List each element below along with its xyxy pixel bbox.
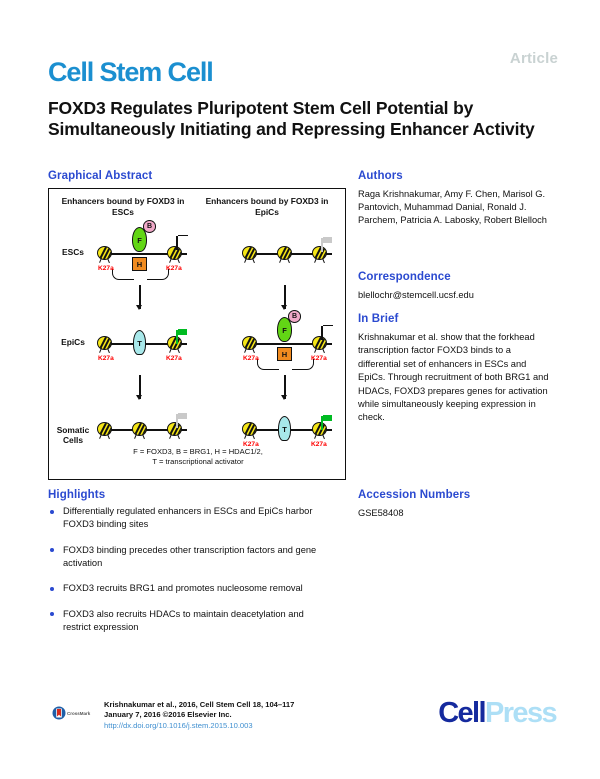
cell-press-logo-primary: Cell	[438, 697, 486, 729]
figure-row-label-epics: EpiCs	[61, 337, 85, 347]
active-promoter-flag-icon	[176, 329, 192, 344]
svg-text:CrossMark: CrossMark	[67, 711, 91, 716]
hdac-protein-icon: H	[277, 347, 292, 361]
nucleosome-icon	[167, 336, 182, 354]
dna-dashed-segment	[159, 429, 171, 431]
citation-line-2: January 7, 2016 ©2016 Elsevier Inc.	[104, 710, 232, 720]
figure-legend: F = FOXD3, B = BRG1, H = HDAC1/2, T = tr…	[49, 447, 345, 468]
activator-protein-icon: T	[278, 416, 291, 441]
k27a-label: K27a	[166, 355, 182, 362]
journal-name: Cell Stem Cell	[48, 57, 214, 87]
promoter-flag-icon	[321, 325, 337, 340]
brg1-protein-icon: B	[288, 310, 301, 323]
figure-legend-line-1: F = FOXD3, B = BRG1, H = HDAC1/2,	[133, 447, 263, 456]
dna-dashed-segment	[304, 429, 316, 431]
promoter-flag-icon	[176, 235, 192, 250]
footer-citation: Krishnakumar et al., 2016, Cell Stem Cel…	[104, 700, 364, 731]
cell-press-logo: CellPress	[438, 697, 558, 730]
crossmark-logo: CrossMark	[52, 706, 91, 720]
figure-row-label-somatic: Somatic Cells	[56, 425, 90, 445]
graphical-abstract-heading: Graphical Abstract	[48, 170, 153, 182]
nucleosome-icon	[242, 246, 257, 264]
k27a-label: K27a	[311, 441, 327, 448]
dna-dashed-segment	[304, 253, 316, 255]
accession-numbers-heading: Accession Numbers	[358, 489, 471, 501]
transition-arrow	[281, 285, 287, 310]
promoter-flag-icon	[321, 237, 337, 252]
k27a-label: K27a	[243, 355, 259, 362]
dna-dashed-segment	[304, 343, 316, 345]
nucleosome-icon	[167, 246, 182, 264]
transition-arrow	[136, 375, 142, 400]
in-brief-text: Krishnakumar et al. show that the forkhe…	[358, 332, 549, 423]
nucleosome-icon	[277, 246, 292, 264]
authors-heading: Authors	[358, 170, 403, 182]
promoter-flag-icon	[176, 413, 192, 428]
hdac-hook-right	[292, 359, 314, 370]
transition-arrow	[136, 285, 142, 310]
k27a-label: K27a	[98, 265, 114, 272]
foxd3-protein-icon: F	[132, 227, 147, 252]
figure-column-title-epics: Enhancers bound by FOXD3 in EpiCs	[205, 196, 329, 217]
hdac-hook-left	[257, 359, 279, 370]
nucleosome-icon	[312, 336, 327, 354]
article-type-label: Article	[509, 50, 558, 67]
brg1-protein-icon: B	[143, 220, 156, 233]
correspondence-heading: Correspondence	[358, 271, 451, 283]
list-item: Differentially regulated enhancers in ES…	[48, 505, 334, 531]
correspondence-email[interactable]: blellochr@stemcell.ucsf.edu	[358, 290, 474, 300]
transition-arrow	[281, 375, 287, 400]
graphical-abstract-figure: Enhancers bound by FOXD3 in ESCs Enhance…	[48, 188, 346, 480]
cell-press-logo-secondary: Press	[484, 697, 558, 729]
active-promoter-flag-icon	[321, 415, 337, 430]
highlights-heading: Highlights	[48, 489, 106, 501]
nucleosome-icon	[97, 422, 112, 440]
dna-dashed-segment	[159, 253, 171, 255]
activator-protein-icon: T	[133, 330, 146, 355]
figure-column-title-escs: Enhancers bound by FOXD3 in ESCs	[61, 196, 185, 217]
nucleosome-icon	[312, 246, 327, 264]
dna-strand	[99, 253, 187, 255]
nucleosome-icon	[167, 422, 182, 440]
page-title: FOXD3 Regulates Pluripotent Stem Cell Po…	[48, 98, 535, 139]
citation-line-1: Krishnakumar et al., 2016, Cell Stem Cel…	[104, 700, 295, 709]
nucleosome-icon	[242, 422, 257, 440]
highlights-list: Differentially regulated enhancers in ES…	[48, 505, 334, 647]
figure-legend-line-2: T = transcriptional activator	[152, 457, 244, 467]
dna-dashed-segment	[159, 343, 171, 345]
list-item: FOXD3 also recruits HDACs to maintain de…	[48, 608, 334, 634]
hdac-hook-right	[147, 269, 169, 280]
hdac-hook-left	[112, 269, 134, 280]
k27a-label: K27a	[243, 441, 259, 448]
k27a-label: K27a	[98, 355, 114, 362]
nucleosome-icon	[242, 336, 257, 354]
list-item: FOXD3 binding precedes other transcripti…	[48, 544, 334, 570]
doi-link[interactable]: http://dx.doi.org/10.1016/j.stem.2015.10…	[104, 720, 253, 730]
hdac-protein-icon: H	[132, 257, 147, 271]
nucleosome-icon	[97, 246, 112, 264]
dna-strand	[244, 343, 332, 345]
authors-list: Raga Krishnakumar, Amy F. Chen, Marisol …	[358, 189, 547, 226]
nucleosome-icon	[97, 336, 112, 354]
accession-number-value[interactable]: GSE58408	[358, 508, 404, 518]
nucleosome-icon	[132, 422, 147, 440]
nucleosome-icon	[312, 422, 327, 440]
list-item: FOXD3 recruits BRG1 and promotes nucleos…	[48, 582, 334, 595]
k27a-label: K27a	[311, 355, 327, 362]
foxd3-protein-icon: F	[277, 317, 292, 342]
k27a-label: K27a	[166, 265, 182, 272]
figure-row-label-escs: ESCs	[62, 247, 84, 257]
in-brief-heading: In Brief	[358, 313, 399, 325]
